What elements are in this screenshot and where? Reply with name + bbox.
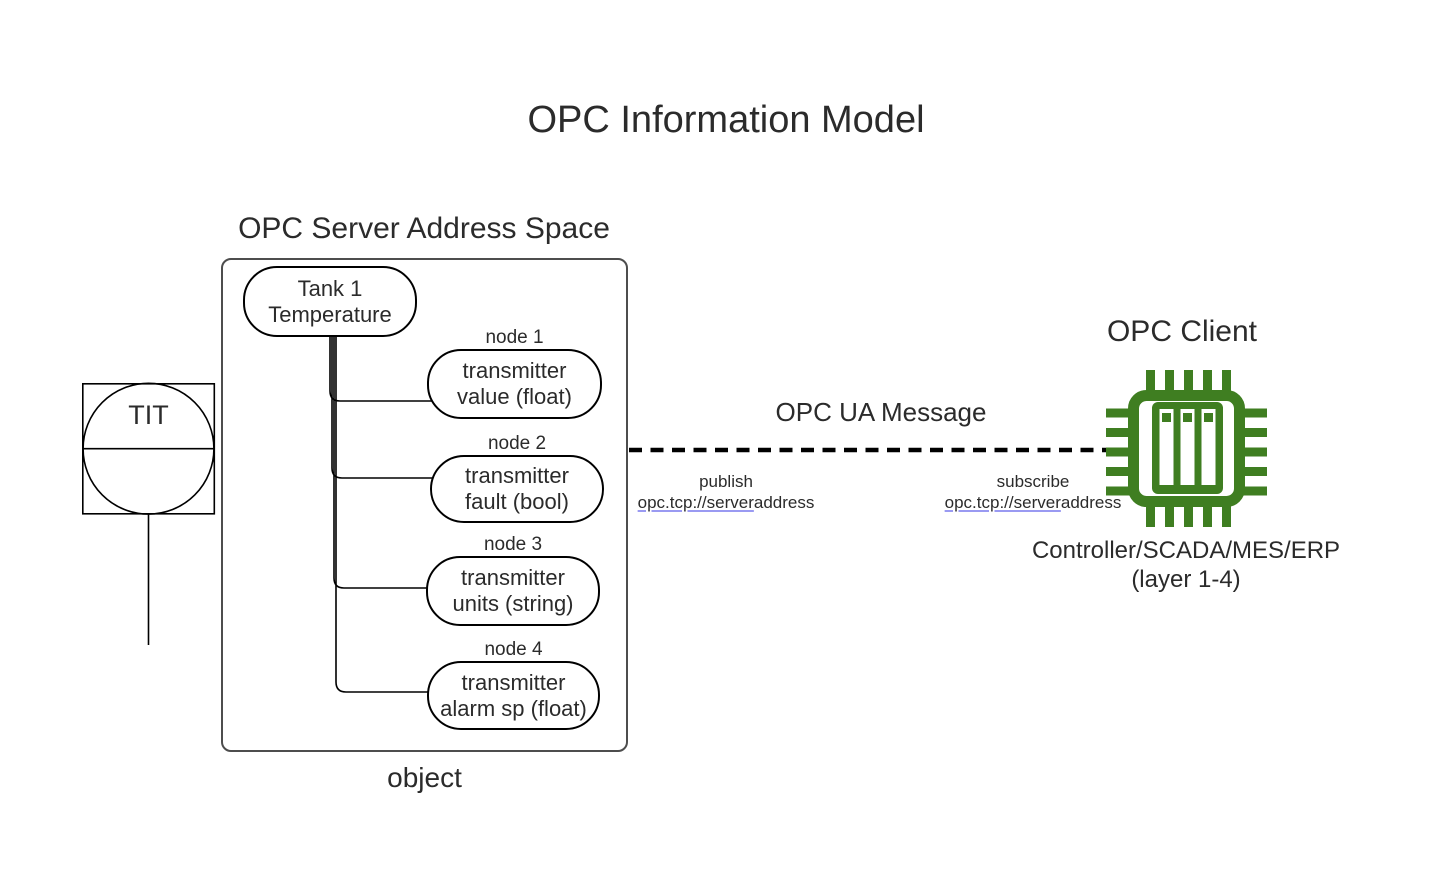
tree-connector-lines — [329, 337, 437, 693]
client-caption-line2: (layer 1-4) — [1131, 566, 1241, 593]
node-1-line1: transmitter — [462, 358, 567, 383]
node-4-tag: node 4 — [484, 639, 543, 660]
node-2-line1: transmitter — [465, 463, 569, 488]
tank-temperature-node: Tank 1 Temperature — [243, 266, 417, 337]
node-2-tag: node 2 — [487, 433, 547, 454]
client-caption: Controller/SCADA/MES/ERP (layer 1-4) — [1011, 536, 1361, 594]
subscribe-url: opc.tcp://serveraddress — [933, 492, 1133, 513]
node-3-tag: node 3 — [483, 534, 543, 555]
node-1-oval: transmitter value (float) — [427, 349, 602, 419]
client-caption-line1: Controller/SCADA/MES/ERP — [1031, 537, 1341, 564]
node-3-line1: transmitter — [461, 565, 565, 590]
publish-url: opc.tcp://serveraddress — [626, 492, 826, 513]
publish-action: publish — [699, 472, 753, 491]
subscribe-endpoint-label: subscribe opc.tcp://serveraddress — [933, 471, 1133, 513]
opc-client-heading: OPC Client — [1106, 315, 1258, 348]
subscribe-url-rest: address — [1060, 493, 1122, 512]
subscribe-url-link: opc.tcp://server — [944, 493, 1061, 512]
node-4-line1: transmitter — [461, 669, 566, 695]
node-1-tag: node 1 — [485, 327, 544, 348]
node-4-line2: alarm sp (float) — [440, 695, 587, 721]
node-4-oval: transmitter alarm sp (float) — [427, 661, 600, 730]
diagram-title: OPC Information Model — [527, 99, 925, 141]
server-address-space-box — [221, 258, 628, 752]
chip-icon — [1106, 370, 1267, 527]
node-1-line2: value (float) — [457, 384, 572, 409]
publish-url-link: opc.tcp://server — [637, 493, 754, 512]
node-2-line2: fault (bool) — [465, 489, 569, 514]
node-3-oval: transmitter units (string) — [426, 556, 600, 626]
subscribe-action: subscribe — [996, 472, 1070, 491]
server-address-space-heading: OPC Server Address Space — [238, 212, 610, 245]
publish-url-rest: address — [753, 493, 815, 512]
node-3-line2: units (string) — [452, 591, 574, 616]
instrument-bubble-icon — [82, 382, 216, 645]
object-caption: object — [387, 762, 462, 793]
opc-ua-message-label: OPC UA Message — [775, 397, 987, 427]
publish-endpoint-label: publish opc.tcp://serveraddress — [626, 471, 826, 513]
instrument-label: TIT — [128, 400, 169, 430]
node-2-oval: transmitter fault (bool) — [430, 455, 604, 523]
tank-node-line2: Temperature — [268, 301, 392, 327]
tank-node-line1: Tank 1 — [297, 275, 363, 301]
